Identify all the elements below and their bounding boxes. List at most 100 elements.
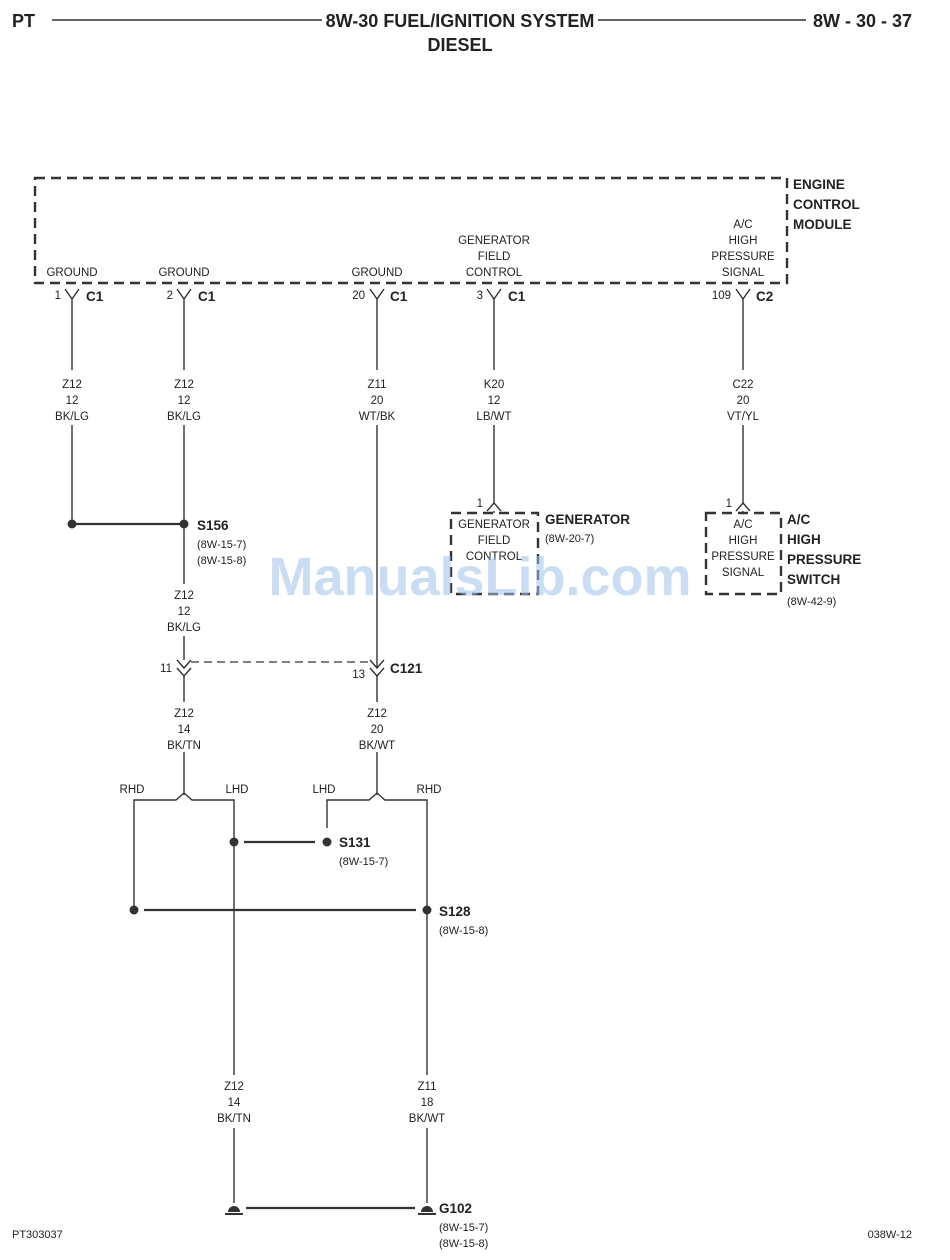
- ecm-pin1-number: 1: [55, 290, 61, 302]
- wire-label-pin1: Z12 12 BK/LG: [55, 379, 89, 423]
- ecm-pin-1: 1 C1: [55, 288, 104, 304]
- footer-doc-code: 038W-12: [868, 1229, 912, 1241]
- ground-symbol-right: [421, 1206, 433, 1212]
- ac-switch-pin-number: 1: [726, 498, 732, 510]
- branch-left-bracket: [133, 792, 235, 808]
- splice-s131-name: S131: [339, 835, 371, 850]
- splice-s131-ref1: (8W-15-7): [339, 856, 388, 868]
- wire-label-s156-out: Z12 12 BK/LG: [167, 590, 201, 634]
- header-section-code: PT: [12, 11, 35, 31]
- wire-color: WT/BK: [359, 411, 396, 423]
- wire-label-pin109: C22 20 VT/YL: [727, 379, 760, 423]
- wire-color: BK/LG: [55, 411, 89, 423]
- wire-color: BK/TN: [167, 740, 201, 752]
- wire-label-lower-right: Z11 18 BK/WT: [409, 1081, 445, 1125]
- ground-symbol-left: [228, 1206, 240, 1212]
- ecm-pin3-label-line1: GENERATOR: [458, 235, 530, 247]
- wire-circuit: Z12: [224, 1081, 244, 1093]
- ecm-pin2-number: 2: [167, 290, 173, 302]
- ecm-pin2-connector: C1: [198, 289, 216, 304]
- branch-left-lhd: LHD: [225, 784, 248, 796]
- ac-switch-title-line4: SWITCH: [787, 572, 840, 587]
- splice-dot: [322, 837, 332, 847]
- splice-s128: S128 (8W-15-8): [129, 904, 488, 937]
- wire-label-c121-left: Z12 14 BK/TN: [167, 708, 201, 752]
- wire-color: BK/WT: [359, 740, 395, 752]
- generator-inner-line1: GENERATOR: [458, 519, 530, 531]
- c121-pin-left-number: 11: [160, 663, 172, 675]
- wire-label-pin2: Z12 12 BK/LG: [167, 379, 201, 423]
- wire-circuit: Z11: [418, 1081, 437, 1093]
- splice-dot: [422, 905, 432, 915]
- ecm-pin109-connector: C2: [756, 289, 773, 304]
- c121-pin-right-number: 13: [352, 669, 365, 681]
- ground-g102-name: G102: [439, 1201, 472, 1216]
- ecm-pin-20: 20 C1: [352, 288, 408, 304]
- ac-switch-inner-line1: A/C: [733, 519, 752, 531]
- ground-g102-ref1: (8W-15-7): [439, 1222, 488, 1234]
- ecm-pin109-label-line1: A/C: [733, 219, 752, 231]
- splice-s156: S156 (8W-15-7) (8W-15-8): [67, 518, 246, 567]
- wire-circuit: Z11: [368, 379, 387, 391]
- ecm-pin3-label-line2: FIELD: [478, 251, 511, 263]
- ecm-pin109-label-line3: PRESSURE: [711, 251, 775, 263]
- generator-ref: (8W-20-7): [545, 533, 594, 545]
- wire-label-lower-left: Z12 14 BK/TN: [217, 1081, 251, 1125]
- ecm-pin20-number: 20: [352, 290, 365, 302]
- wire-gauge: 14: [228, 1097, 241, 1109]
- footer-figure-code: PT303037: [12, 1229, 63, 1241]
- splice-s128-ref1: (8W-15-8): [439, 925, 488, 937]
- header-page-number: 8W - 30 - 37: [813, 11, 912, 31]
- ecm-pin-2: 2 C1: [167, 288, 216, 304]
- wire-color: BK/LG: [167, 411, 201, 423]
- generator-connector-pin: 1: [477, 498, 502, 512]
- wire-gauge: 12: [178, 606, 191, 618]
- wire-label-pin3: K20 12 LB/WT: [476, 379, 511, 423]
- ecm-title-line2: CONTROL: [793, 197, 860, 212]
- watermark: ManualsLib.com: [268, 547, 691, 607]
- connector-c121: 11 13 C121: [160, 659, 423, 681]
- ecm-pin1-label: GROUND: [46, 267, 97, 279]
- ac-switch-box: [704, 511, 783, 596]
- ac-switch-inner-line4: SIGNAL: [722, 567, 765, 579]
- wire-color: LB/WT: [476, 411, 511, 423]
- ecm-pin1-connector: C1: [86, 289, 104, 304]
- ecm-pin3-connector: C1: [508, 289, 526, 304]
- wire-gauge: 20: [737, 395, 750, 407]
- wire-label-c121-right: Z12 20 BK/WT: [359, 708, 395, 752]
- splice-s156-ref2: (8W-15-8): [197, 555, 246, 567]
- wire-circuit: Z12: [174, 590, 194, 602]
- wire-circuit: Z12: [62, 379, 82, 391]
- wire-circuit: Z12: [367, 708, 387, 720]
- generator-box: [449, 511, 540, 596]
- generator-inner-line3: CONTROL: [466, 551, 523, 563]
- splice-s156-name: S156: [197, 518, 229, 533]
- generator-inner-line2: FIELD: [478, 535, 511, 547]
- ecm-pin109-label-line2: HIGH: [729, 235, 758, 247]
- splice-s128-name: S128: [439, 904, 471, 919]
- branch-left-rhd: RHD: [120, 784, 145, 796]
- ecm-pin3-label-line3: CONTROL: [466, 267, 523, 279]
- branch-right-rhd: RHD: [417, 784, 442, 796]
- ac-switch-ref: (8W-42-9): [787, 596, 836, 608]
- wire-label-pin20: Z11 20 WT/BK: [359, 379, 396, 423]
- splice-dot: [129, 905, 139, 915]
- splice-s156-ref1: (8W-15-7): [197, 539, 246, 551]
- wire-color: VT/YL: [727, 411, 760, 423]
- wire-gauge: 18: [421, 1097, 434, 1109]
- ac-switch-inner-line3: PRESSURE: [711, 551, 775, 563]
- wire-color: BK/WT: [409, 1113, 445, 1125]
- c121-name: C121: [390, 661, 423, 676]
- ground-g102: G102 (8W-15-7) (8W-15-8): [225, 1201, 488, 1250]
- branch-right: LHD RHD: [312, 784, 441, 828]
- wire-gauge: 20: [371, 395, 384, 407]
- ground-g102-ref2: (8W-15-8): [439, 1238, 488, 1250]
- ac-switch-inner-line2: HIGH: [729, 535, 758, 547]
- wire-color: BK/TN: [217, 1113, 251, 1125]
- generator-pin-number: 1: [477, 498, 483, 510]
- ecm-pin20-connector: C1: [390, 289, 408, 304]
- c121-pin-left-bottom: [176, 667, 192, 678]
- header-title: 8W-30 FUEL/IGNITION SYSTEM: [326, 11, 595, 31]
- ac-switch-title-line3: PRESSURE: [787, 552, 861, 567]
